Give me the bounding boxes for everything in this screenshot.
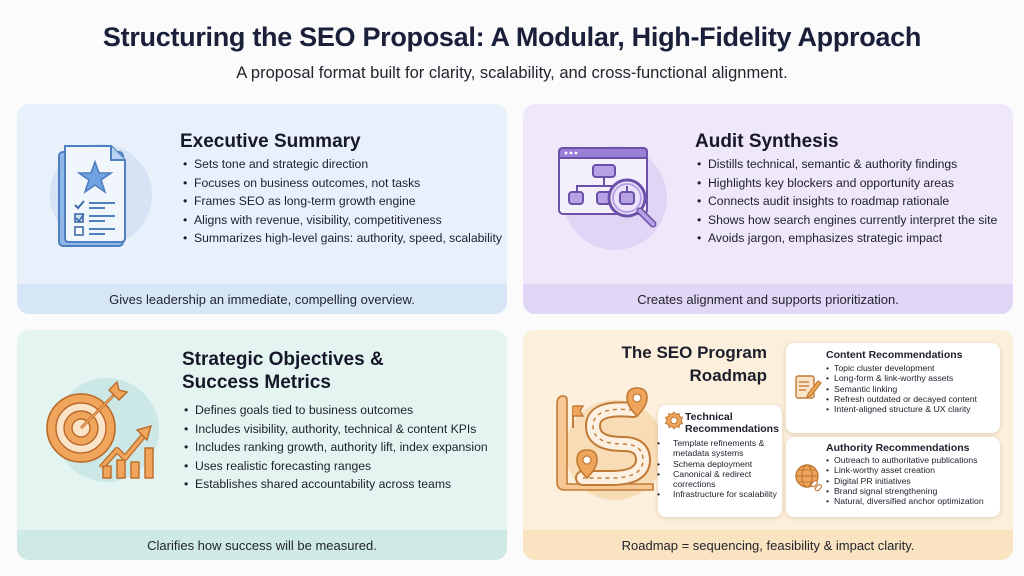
card-footer: Clarifies how success will be measured. <box>17 530 507 560</box>
card-title-line1: The SEO Program <box>621 343 767 362</box>
card-title: The SEO Program Roadmap <box>603 342 767 388</box>
bullet-list: Defines goals tied to business outcomes … <box>184 401 488 494</box>
bullet-item: Sets tone and strategic direction <box>183 155 502 174</box>
bullet-item: Uses realistic forecasting ranges <box>184 457 488 476</box>
bullet-item: Connects audit insights to roadmap ratio… <box>697 192 997 211</box>
bullet-item: Includes visibility, authority, technica… <box>184 420 488 439</box>
bullet-item: Summarizes high-level gains: authority, … <box>183 229 502 248</box>
bullet-item: Brand signal strengthening <box>826 486 994 496</box>
bullet-item: Refresh outdated or decayed content <box>826 394 994 404</box>
bullet-item: Canonical & redirect corrections <box>665 469 777 490</box>
bullet-item: Long-form & link-worthy assets <box>826 373 994 383</box>
bullet-list: Template refinements & metadata systems … <box>665 438 777 500</box>
bullet-item: Establishes shared accountability across… <box>184 475 488 494</box>
bullet-list: Sets tone and strategic direction Focuse… <box>183 155 502 248</box>
bullet-item: Highlights key blockers and opportunity … <box>697 174 997 193</box>
card-title-line2: Success Metrics <box>182 372 331 394</box>
bullet-item: Outreach to authoritative publications <box>826 455 994 465</box>
bullet-item: Aligns with revenue, visibility, competi… <box>183 211 502 230</box>
card-executive-summary: Executive Summary Sets tone and strategi… <box>17 104 507 314</box>
box-title-line1: Technical <box>685 411 733 423</box>
gear-icon <box>664 411 684 430</box>
authority-recommendations-box: Authority Recommendations Outreach to au… <box>786 437 1000 517</box>
box-title: Content Recommendations <box>826 349 963 361</box>
bullet-list: Outreach to authoritative publications L… <box>826 455 994 506</box>
bullet-item: Digital PR initiatives <box>826 476 994 486</box>
card-title-line1: Strategic Objectives & <box>182 349 384 370</box>
bullet-item: Topic cluster development <box>826 363 994 373</box>
card-title: Executive Summary <box>180 131 361 152</box>
box-title: Technical Recommendations <box>685 411 779 435</box>
bullet-item: Shows how search engines currently inter… <box>697 211 997 230</box>
bullet-list: Topic cluster development Long-form & li… <box>826 363 994 414</box>
card-strategic-objectives: Strategic Objectives & Success Metrics D… <box>17 330 507 560</box>
card-audit-synthesis: Audit Synthesis Distills technical, sema… <box>523 104 1013 314</box>
bullet-item: Frames SEO as long-term growth engine <box>183 192 502 211</box>
card-title: Audit Synthesis <box>695 131 839 152</box>
browser-sitemap-magnifier-icon <box>558 147 657 228</box>
bullet-item: Intent-aligned structure & UX clarity <box>826 404 994 414</box>
bullet-item: Link-worthy asset creation <box>826 465 994 475</box>
card-footer: Roadmap = sequencing, feasibility & impa… <box>523 530 1013 560</box>
card-footer: Gives leadership an immediate, compellin… <box>17 284 507 314</box>
bullet-item: Schema deployment <box>665 459 777 469</box>
globe-link-icon <box>795 464 823 492</box>
document-pencil-icon <box>795 375 822 399</box>
bullet-item: Avoids jargon, emphasizes strategic impa… <box>697 229 997 248</box>
bullet-item: Natural, diversified anchor optimization <box>826 496 994 506</box>
card-title: Strategic Objectives & Success Metrics <box>182 348 384 394</box>
winding-road-map-icon <box>556 387 654 491</box>
box-title-line2: Recommendations <box>685 423 779 435</box>
page-title: Structuring the SEO Proposal: A Modular,… <box>102 22 922 52</box>
card-footer: Creates alignment and supports prioritiz… <box>523 284 1013 314</box>
bullet-item: Distills technical, semantic & authority… <box>697 155 997 174</box>
page-subtitle: A proposal format built for clarity, sca… <box>236 64 788 82</box>
document-star-checklist-icon <box>58 145 126 247</box>
card-title-line2: Roadmap <box>689 365 767 385</box>
bullet-item: Focuses on business outcomes, not tasks <box>183 174 502 193</box>
box-title: Authority Recommendations <box>826 442 970 454</box>
bullet-list: Distills technical, semantic & authority… <box>697 155 997 248</box>
technical-recommendations-box: Technical Recommendations Template refin… <box>658 405 782 517</box>
bullet-item: Infrastructure for scalability <box>665 489 777 499</box>
target-growth-chart-icon <box>46 380 154 479</box>
content-recommendations-box: Content Recommendations Topic cluster de… <box>786 343 1000 433</box>
bullet-item: Defines goals tied to business outcomes <box>184 401 488 420</box>
bullet-item: Semantic linking <box>826 384 994 394</box>
bullet-item: Includes ranking growth, authority lift,… <box>184 438 488 457</box>
bullet-item: Template refinements & metadata systems <box>665 438 777 459</box>
card-seo-roadmap: The SEO Program Roadmap Technical Recomm… <box>523 330 1013 560</box>
